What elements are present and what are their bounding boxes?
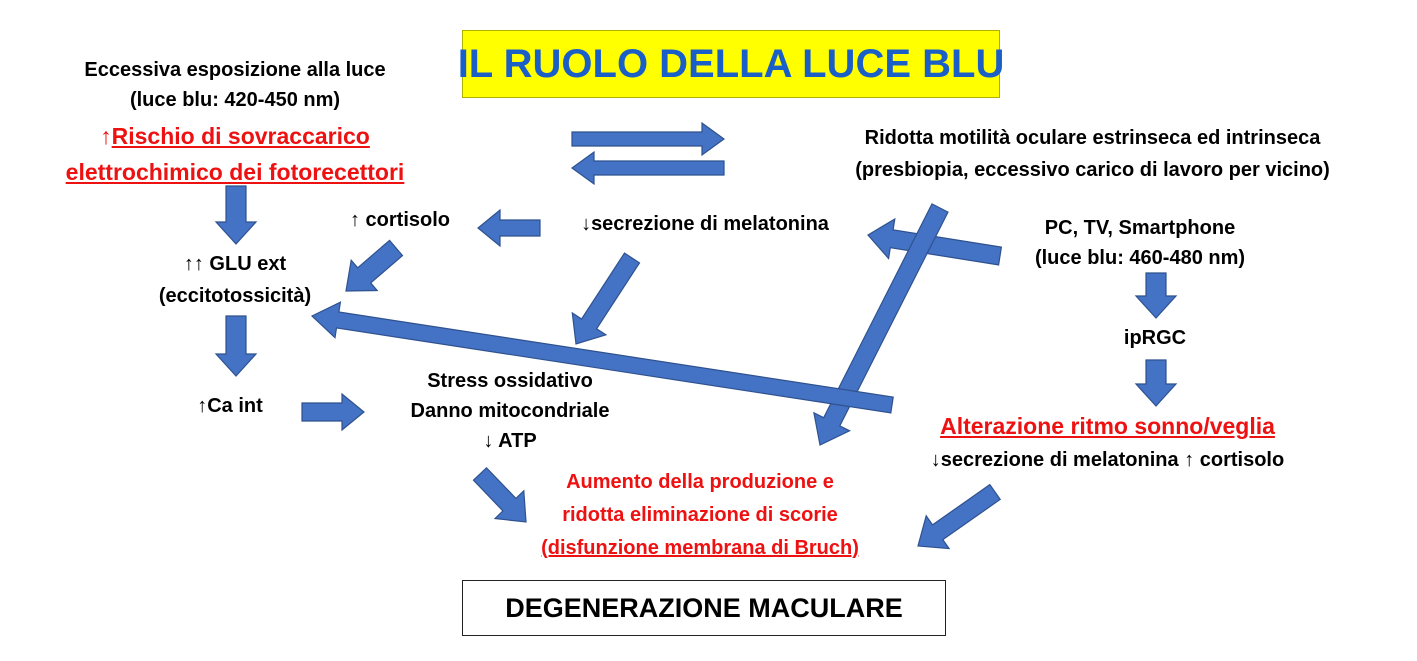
arrow-iprgc-to-sleep [1134, 359, 1178, 407]
devices-line2: (luce blu: 460-480 nm) [1034, 247, 1246, 269]
arrow-ca-to-stress [301, 392, 365, 432]
arrow-glu-to-ca [214, 315, 258, 377]
arrow-melatonin-to-cortisol [477, 208, 541, 248]
oxidative-line2: Danno mitocondriale [410, 400, 610, 422]
arrow-melatonin-to-stress [571, 252, 641, 345]
ca-int-node: ↑Ca int [197, 395, 263, 417]
devices-line1: PC, TV, Smartphone [1044, 217, 1236, 239]
arrow-devices-to-melatonin [867, 217, 1003, 266]
oxidative-node: Stress ossidativo Danno mitocondriale ↓ … [360, 366, 660, 456]
excess-exposure-node: Eccessiva esposizione alla luce (luce bl… [50, 55, 420, 115]
glu-node: ↑↑ GLU ext (eccitotossicità) [130, 248, 340, 312]
oxidative-line1: Stress ossidativo [427, 370, 593, 392]
arrow-stress-to-waste [472, 466, 527, 523]
sleep-line1: Alterazione ritmo sonno/veglia [940, 413, 1275, 439]
arrow-right-top [571, 121, 726, 157]
arrow-cortisol-to-glu [345, 239, 404, 292]
devices-node: PC, TV, Smartphone (luce blu: 460-480 nm… [1005, 213, 1275, 273]
glu-line1: ↑↑ GLU ext [183, 253, 287, 275]
arrow-overload-to-glu [214, 185, 258, 245]
arrow-left-top [570, 150, 725, 186]
arrow-sleep-to-waste [917, 483, 1002, 550]
waste-line1: Aumento della produzione e [566, 471, 834, 493]
arrow-sleep-to-glu [310, 301, 894, 414]
overload-risk-node: ↑Rischio di sovraccarico elettrochimico … [20, 118, 450, 190]
overload-risk-arrow: ↑ [100, 123, 112, 149]
excess-exposure-line2: (luce blu: 420-450 nm) [129, 89, 341, 111]
diagram-title: IL RUOLO DELLA LUCE BLU [458, 30, 1004, 98]
motility-line1: Ridotta motilità oculare estrinseca ed i… [864, 127, 1321, 149]
motility-node: Ridotta motilità oculare estrinseca ed i… [800, 122, 1385, 186]
cortisol-up-node: ↑ cortisolo [349, 209, 450, 231]
waste-line3: (disfunzione membrana di Bruch) [541, 537, 859, 559]
final-outcome-box: DEGENERAZIONE MACULARE [462, 580, 946, 636]
arrow-devices-to-iprgc [1134, 272, 1178, 319]
melatonin-down-node: ↓secrezione di melatonina [581, 213, 829, 235]
sleep-node: Alterazione ritmo sonno/veglia ↓secrezio… [870, 408, 1345, 476]
arrow-motility-to-waste [813, 203, 949, 446]
waste-node: Aumento della produzione e ridotta elimi… [500, 466, 900, 565]
oxidative-line3: ↓ ATP [483, 430, 537, 452]
overload-risk-line1: Rischio di sovraccarico [111, 123, 370, 149]
overload-risk-line2: elettrochimico dei fotorecettori [65, 159, 405, 185]
iprgc-node: ipRGC [1123, 327, 1187, 349]
excess-exposure-line1: Eccessiva esposizione alla luce [84, 59, 386, 81]
waste-line2: ridotta eliminazione di scorie [562, 504, 838, 526]
motility-line2: (presbiopia, eccessivo carico di lavoro … [855, 159, 1330, 181]
glu-line2: (eccitotossicità) [158, 285, 312, 307]
sleep-line2: ↓secrezione di melatonina ↑ cortisolo [930, 449, 1285, 471]
